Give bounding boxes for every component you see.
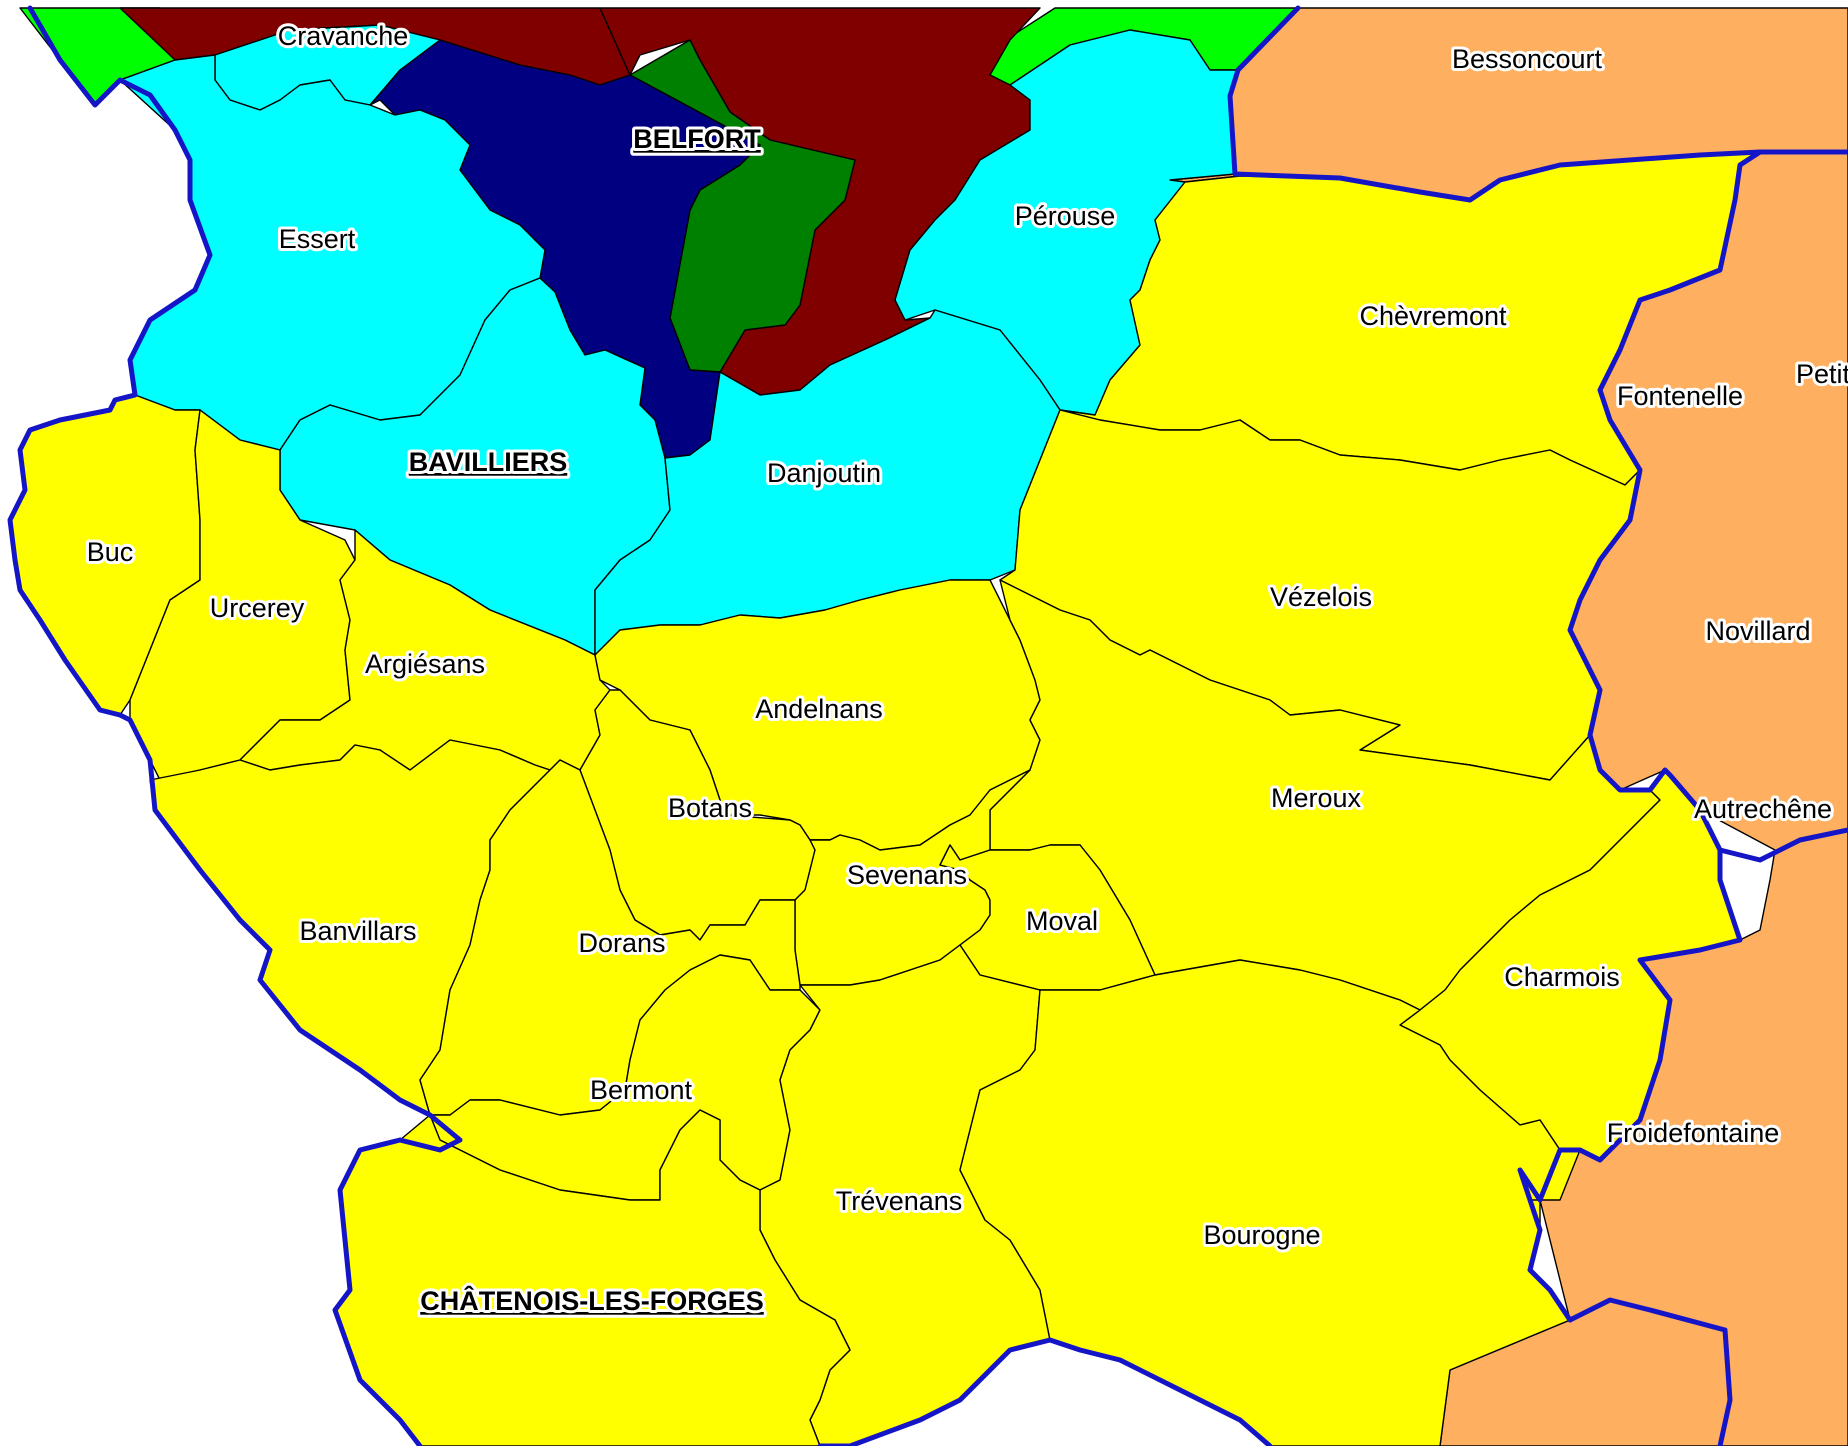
label-chevremont: Chèvremont [1359, 301, 1507, 331]
label-banvillars: Banvillars [299, 916, 416, 946]
label-petit: Petit [1796, 359, 1848, 389]
boundary-east-line [1227, 5, 1848, 203]
label-bourogne: Bourogne [1203, 1220, 1320, 1250]
label-danjoutin: Danjoutin [767, 458, 881, 488]
yellow-communes [9, 151, 1761, 1446]
label-sevenans: Sevenans [847, 860, 967, 890]
label-moval: Moval [1026, 906, 1098, 936]
label-dorans: Dorans [578, 928, 665, 958]
label-froidefontaine: Froidefontaine [1607, 1118, 1780, 1148]
label-cravanche: Cravanche [278, 21, 409, 51]
boundary-east-inner-line [1517, 149, 1763, 1446]
label-bessoncourt: Bessoncourt [1452, 44, 1603, 74]
label-buc: Buc [87, 537, 134, 567]
label-charmois: Charmois [1504, 962, 1620, 992]
label-chatenois: CHÂTENOIS-LES-FORGES [420, 1285, 764, 1316]
label-belfort: BELFORT [633, 124, 761, 154]
department-boundary [7, 5, 1848, 1446]
label-urcerey: Urcerey [210, 593, 305, 623]
label-vezelois: Vézelois [1270, 582, 1372, 612]
label-bermont: Bermont [590, 1075, 693, 1105]
label-fontenelle: Fontenelle [1617, 381, 1743, 411]
label-autrechene: Autrechêne [1694, 794, 1832, 824]
label-essert: Essert [279, 224, 356, 254]
commune-labels: Cravanche BELFORT Bessoncourt Essert Pér… [84, 18, 1848, 1319]
boundary-west-line [7, 5, 463, 1446]
label-andelnans: Andelnans [755, 694, 883, 724]
outside-regions [19, 7, 1848, 1446]
label-meroux: Meroux [1271, 783, 1362, 813]
label-bavilliers: BAVILLIERS [409, 447, 568, 477]
boundary-south-line [817, 1337, 1273, 1446]
label-trevenans: Trévenans [836, 1186, 963, 1216]
label-botans: Botans [668, 793, 752, 823]
label-novillard: Novillard [1705, 616, 1810, 646]
label-argiesans: Argiésans [365, 649, 485, 679]
boundary-east-edge-line [1717, 827, 1848, 863]
cyan-communes [119, 24, 1239, 656]
label-perouse: Pérouse [1015, 201, 1116, 231]
